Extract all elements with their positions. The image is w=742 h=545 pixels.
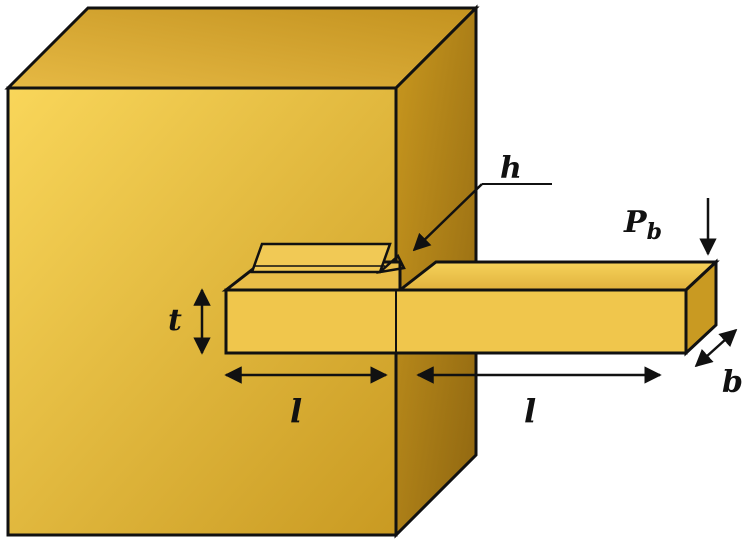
bondline-marker bbox=[375, 253, 406, 274]
label-load-p: Pb bbox=[623, 205, 662, 245]
h-leader bbox=[412, 183, 552, 252]
label-t: t bbox=[168, 303, 182, 338]
label-b: b bbox=[722, 365, 742, 400]
fixed-block bbox=[4, 4, 480, 539]
strip-top-face bbox=[395, 260, 720, 292]
label-h: h bbox=[500, 151, 522, 186]
strip-front-face bbox=[224, 288, 688, 355]
label-l-right: l bbox=[524, 392, 536, 430]
b-dimension-arrow bbox=[694, 328, 738, 368]
label-load-subscript: b bbox=[647, 219, 662, 245]
block-top-face bbox=[4, 6, 480, 90]
bonded-strip-raised-lip bbox=[250, 242, 392, 274]
label-l-left: l bbox=[290, 392, 302, 430]
